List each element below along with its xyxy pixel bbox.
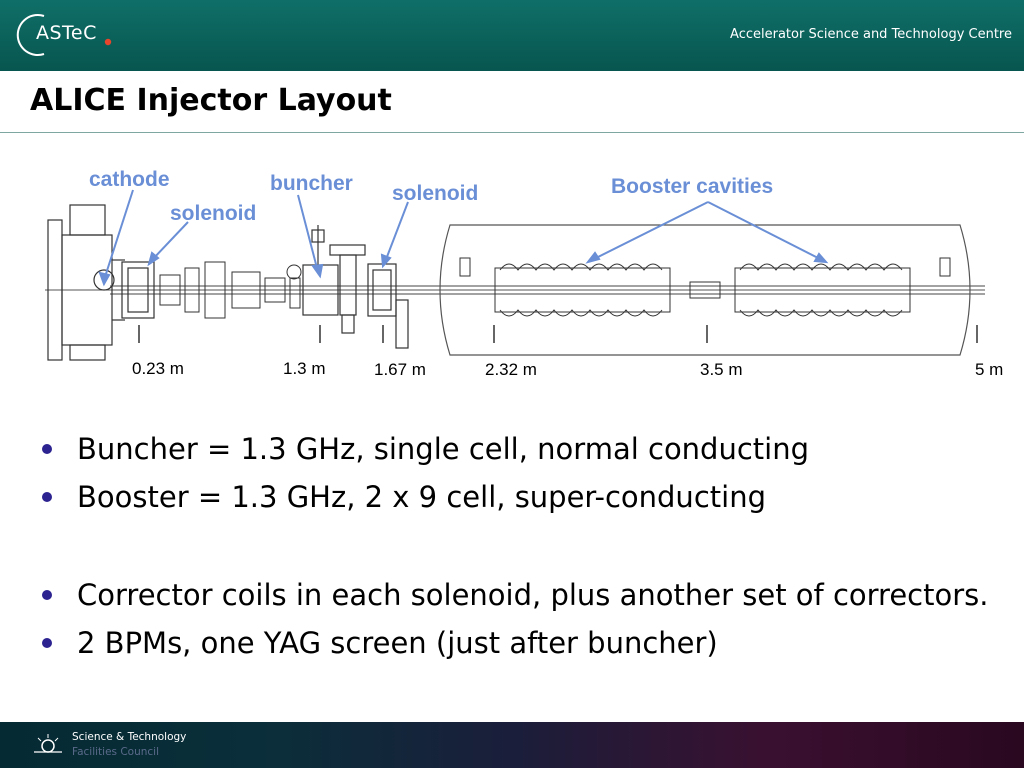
injector-layout-diagram: cathode solenoid buncher solenoid Booste… — [45, 168, 1003, 379]
bullet-text: 2 BPMs, one YAG screen (just after bunch… — [77, 626, 718, 660]
solenoid-label-1: solenoid — [170, 202, 256, 225]
cryomodule-vessel — [439, 224, 971, 356]
booster-cavities-label: Booster cavities — [611, 175, 773, 198]
stfc-logo-icon — [34, 734, 62, 753]
page-title: ALICE Injector Layout — [30, 83, 392, 118]
bullet-dot-icon — [42, 492, 52, 502]
bullet-item: Corrector coils in each solenoid, plus a… — [40, 576, 1000, 614]
callout-arrows — [98, 189, 829, 287]
footer-org-line2: Facilities Council — [72, 746, 160, 758]
bullet-list: Buncher = 1.3 GHz, single cell, normal c… — [40, 430, 1000, 662]
booster-cavity-2 — [734, 263, 911, 317]
org-title: Accelerator Science and Technology Centr… — [730, 27, 1012, 42]
bullet-item: Buncher = 1.3 GHz, single cell, normal c… — [40, 430, 1000, 468]
bullet-item: 2 BPMs, one YAG screen (just after bunch… — [40, 624, 1000, 662]
couplers — [459, 257, 951, 299]
distance-label: 5 m — [975, 360, 1003, 379]
bullet-text: Buncher = 1.3 GHz, single cell, normal c… — [77, 432, 810, 466]
bullet-dot-icon — [42, 638, 52, 648]
logo-text: ASTeC — [36, 22, 97, 44]
bullet-text: Booster = 1.3 GHz, 2 x 9 cell, super-con… — [77, 480, 766, 514]
astec-logo-icon — [16, 14, 112, 56]
distance-label: 1.3 m — [283, 359, 326, 378]
beamline-components — [159, 261, 302, 319]
booster-cavity-1 — [494, 263, 671, 317]
solenoid-2 — [367, 263, 409, 349]
distance-label: 2.32 m — [485, 360, 537, 379]
header-bar: ASTeC Accelerator Science and Technology… — [0, 0, 1024, 71]
buncher-label: buncher — [270, 172, 353, 195]
buncher-cavity — [302, 225, 366, 334]
footer-org-line1: Science & Technology — [72, 731, 187, 743]
bullet-dot-icon — [42, 444, 52, 454]
solenoid-1 — [121, 261, 155, 319]
title-divider — [0, 132, 1024, 133]
cathode-label: cathode — [89, 168, 170, 191]
bullet-item: Booster = 1.3 GHz, 2 x 9 cell, super-con… — [40, 478, 1000, 516]
footer-bar: Science & Technology Facilities Council — [0, 722, 1024, 768]
bullet-dot-icon — [42, 590, 52, 600]
solenoid-label-2: solenoid — [392, 182, 478, 205]
bullet-text: Corrector coils in each solenoid, plus a… — [77, 578, 989, 612]
distance-label: 1.67 m — [374, 360, 426, 379]
distance-ticks — [138, 325, 978, 343]
distance-label: 3.5 m — [700, 360, 743, 379]
electron-gun — [47, 204, 125, 361]
distance-label: 0.23 m — [132, 359, 184, 378]
